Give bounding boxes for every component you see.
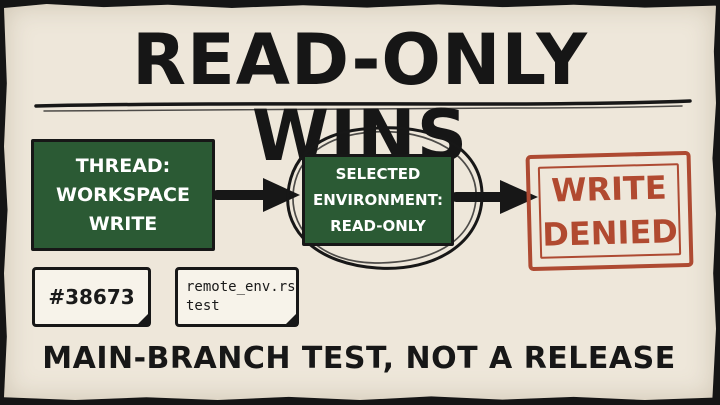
headline: READ-ONLY WINS <box>132 19 588 177</box>
write-denied-label: WRITE DENIED <box>541 168 679 254</box>
issue-number-tag: #38673 <box>32 267 151 327</box>
issue-number-label: #38673 <box>48 285 135 309</box>
right-arrow-icon-head <box>263 178 300 212</box>
write-denied-stamp: WRITE DENIED <box>525 150 694 272</box>
thread-mode-box: THREAD: WORKSPACE WRITE <box>31 139 215 251</box>
title-underline <box>34 99 692 108</box>
test-file-label: remote_env.rs test <box>186 279 296 314</box>
hand-drawn-circle-icon <box>286 126 484 270</box>
selected-environment-label: SELECTED ENVIRONMENT: READ-ONLY <box>313 165 443 235</box>
hand-drawn-circle-trace <box>292 130 477 264</box>
title-underline-trace <box>43 105 683 112</box>
thread-mode-label: THREAD: WORKSPACE WRITE <box>56 154 190 235</box>
selected-environment-box: SELECTED ENVIRONMENT: READ-ONLY <box>302 154 454 246</box>
right-arrow-icon-head <box>500 180 538 214</box>
footer-caption: MAIN-BRANCH TEST, NOT A RELEASE <box>42 341 676 376</box>
test-file-tag: remote_env.rs test <box>175 267 299 327</box>
